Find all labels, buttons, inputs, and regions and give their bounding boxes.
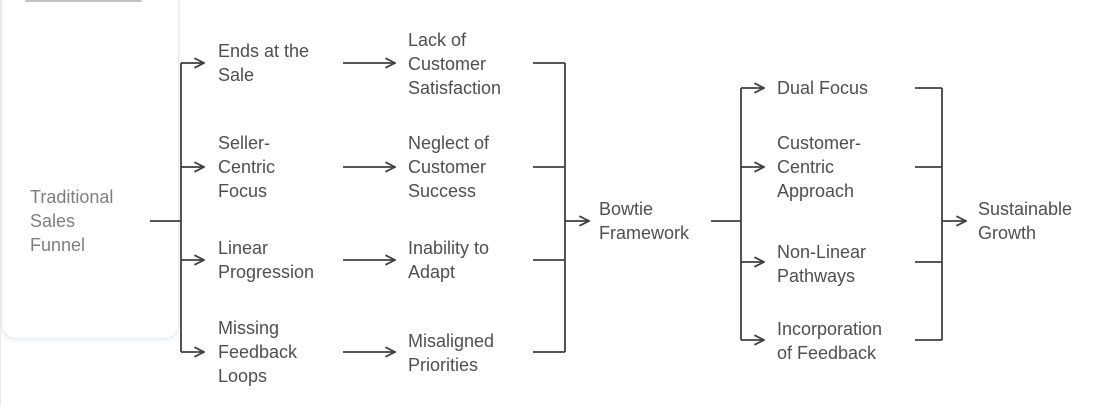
- node-customer-centric-approach: Customer- Centric Approach: [777, 133, 862, 201]
- node-sustainable-growth: Sustainable Growth: [978, 199, 1073, 243]
- node-non-linear-pathways: Non-Linear Pathways: [777, 242, 867, 286]
- node-linear-progression: Linear Progression: [218, 238, 315, 282]
- node-ends-at-the-sale: Ends at the Sale: [218, 41, 310, 85]
- node-lack-of-customer-satisfaction: Lack of Customer Satisfaction: [408, 30, 502, 98]
- node-neglect-of-customer-success: Neglect of Customer Success: [408, 133, 490, 201]
- top-edge-bar: [25, 0, 142, 2]
- node-misaligned-priorities: Misaligned Priorities: [408, 331, 495, 375]
- node-inability-to-adapt: Inability to Adapt: [408, 238, 490, 282]
- node-seller-centric-focus: Seller- Centric Focus: [218, 133, 276, 201]
- node-incorporation-of-feedback: Incorporation of Feedback: [777, 319, 883, 363]
- node-traditional-sales-funnel: Traditional Sales Funnel: [30, 187, 114, 255]
- node-dual-focus: Dual Focus: [777, 78, 869, 98]
- node-missing-feedback-loops: Missing Feedback Loops: [218, 318, 298, 386]
- left-panel: [1, 0, 179, 339]
- window-left-edge: [0, 0, 1, 406]
- node-bowtie-framework: Bowtie Framework: [599, 199, 690, 243]
